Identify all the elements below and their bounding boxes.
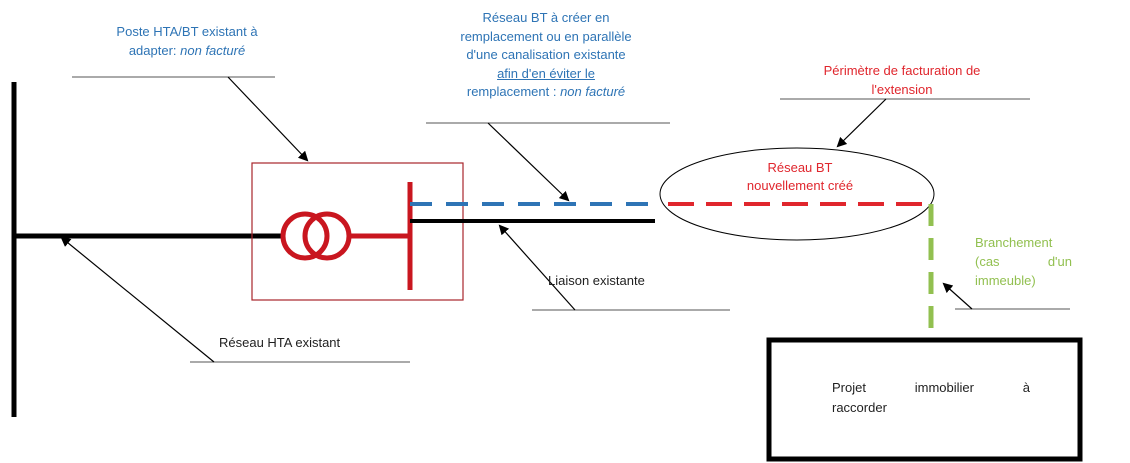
reseau-bt-creer-line5-prefix: remplacement : bbox=[466, 84, 561, 99]
reseau-bt-creer-label: Réseau BT à créer en remplacement ou en … bbox=[421, 9, 671, 102]
poste-label-line1: Poste HTA/BT existant à bbox=[116, 24, 258, 39]
projet-box bbox=[766, 337, 1083, 462]
transformer-coil-left bbox=[280, 211, 330, 261]
projet-line1c: à bbox=[1022, 380, 1030, 395]
poste-arrow bbox=[227, 76, 309, 162]
branchement-label: Branchement (cas d'un immeuble) bbox=[975, 233, 1072, 290]
liaison-arrow bbox=[498, 224, 576, 311]
reseau-bt-creer-line5: remplacement : non facturé bbox=[421, 83, 671, 102]
branchement-line2: (cas d'un bbox=[975, 252, 1072, 271]
reseau-bt-creer-line1: Réseau BT à créer en bbox=[482, 10, 610, 25]
branchement-line1: Branchement bbox=[975, 235, 1053, 250]
poste-label-italic: non facturé bbox=[180, 43, 246, 58]
poste-label: Poste HTA/BT existant à adapter: non fac… bbox=[72, 22, 302, 60]
perimetre-line2: l'extension bbox=[871, 82, 933, 97]
branchement-arrow bbox=[942, 282, 973, 310]
reseau-bt-creer-line5-italic: non facturé bbox=[560, 84, 626, 99]
reseau-bt-arrow bbox=[487, 122, 570, 202]
reseau-bt-creer-line4-text: afin d'en éviter le bbox=[497, 65, 595, 81]
projet-line1: Projet immobilier à bbox=[832, 378, 1030, 398]
liaison-label: Liaison existante bbox=[548, 273, 645, 288]
projet-label: Projet immobilier à raccorder bbox=[832, 378, 1030, 418]
projet-line2: raccorder bbox=[832, 400, 887, 415]
reseau-hta-label: Réseau HTA existant bbox=[219, 335, 341, 350]
reseau-bt-cree-line2: nouvellement créé bbox=[746, 178, 854, 193]
reseau-bt-creer-line2: remplacement ou en parallèle bbox=[460, 28, 632, 44]
poste-label-line2: adapter: non facturé bbox=[72, 41, 302, 60]
hta-arrow bbox=[60, 236, 215, 363]
projet-line1a: Projet bbox=[832, 380, 866, 395]
projet-line1b: immobilier bbox=[914, 380, 974, 395]
new-bt-ellipse bbox=[659, 147, 935, 241]
reseau-bt-cree-line1: Réseau BT bbox=[767, 160, 833, 175]
perimetre-line1: Périmètre de facturation de bbox=[823, 63, 981, 78]
reseau-bt-cree-label: Réseau BT nouvellement créé bbox=[720, 159, 880, 195]
poste-label-prefix: adapter: bbox=[128, 43, 181, 58]
branchement-line2b: d'un bbox=[1047, 254, 1072, 269]
branchement-line2a: (cas bbox=[975, 254, 1000, 269]
perimetre-arrow bbox=[836, 98, 887, 148]
poste-box bbox=[251, 162, 464, 301]
reseau-bt-creer-line3: d'une canalisation existante bbox=[466, 47, 626, 62]
reseau-bt-creer-line4: afin d'en éviter le bbox=[421, 65, 671, 84]
perimetre-label: Périmètre de facturation de l'extension bbox=[782, 61, 1022, 99]
branchement-line3: immeuble) bbox=[975, 273, 1036, 288]
